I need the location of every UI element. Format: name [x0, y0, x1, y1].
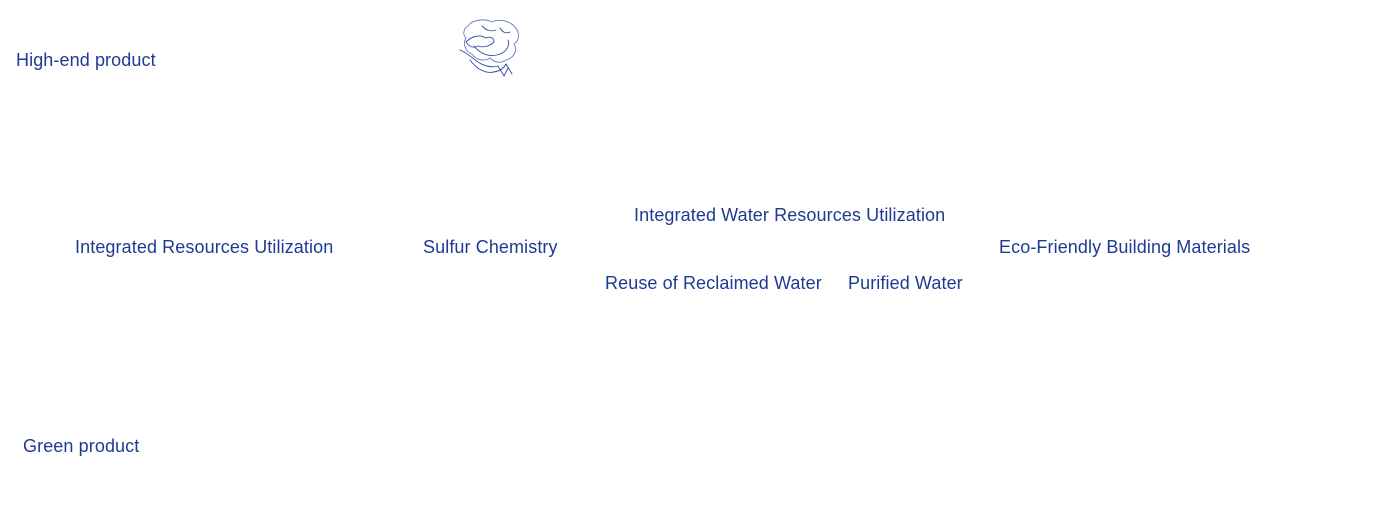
- axis-label-green-product: Green product: [23, 436, 140, 456]
- node-integrated-resources-utilization: Integrated Resources Utilization: [75, 237, 334, 257]
- node-purified-water: Purified Water: [848, 273, 963, 293]
- hand-with-leaf-icon: [459, 19, 519, 77]
- node-reuse-of-reclaimed-water: Reuse of Reclaimed Water: [605, 273, 822, 293]
- node-sulfur-chemistry: Sulfur Chemistry: [423, 237, 558, 257]
- node-integrated-water-resources-utilization: Integrated Water Resources Utilization: [634, 205, 946, 225]
- axis-label-high-end-product: High-end product: [16, 50, 156, 70]
- node-eco-friendly-building-materials: Eco-Friendly Building Materials: [999, 237, 1251, 257]
